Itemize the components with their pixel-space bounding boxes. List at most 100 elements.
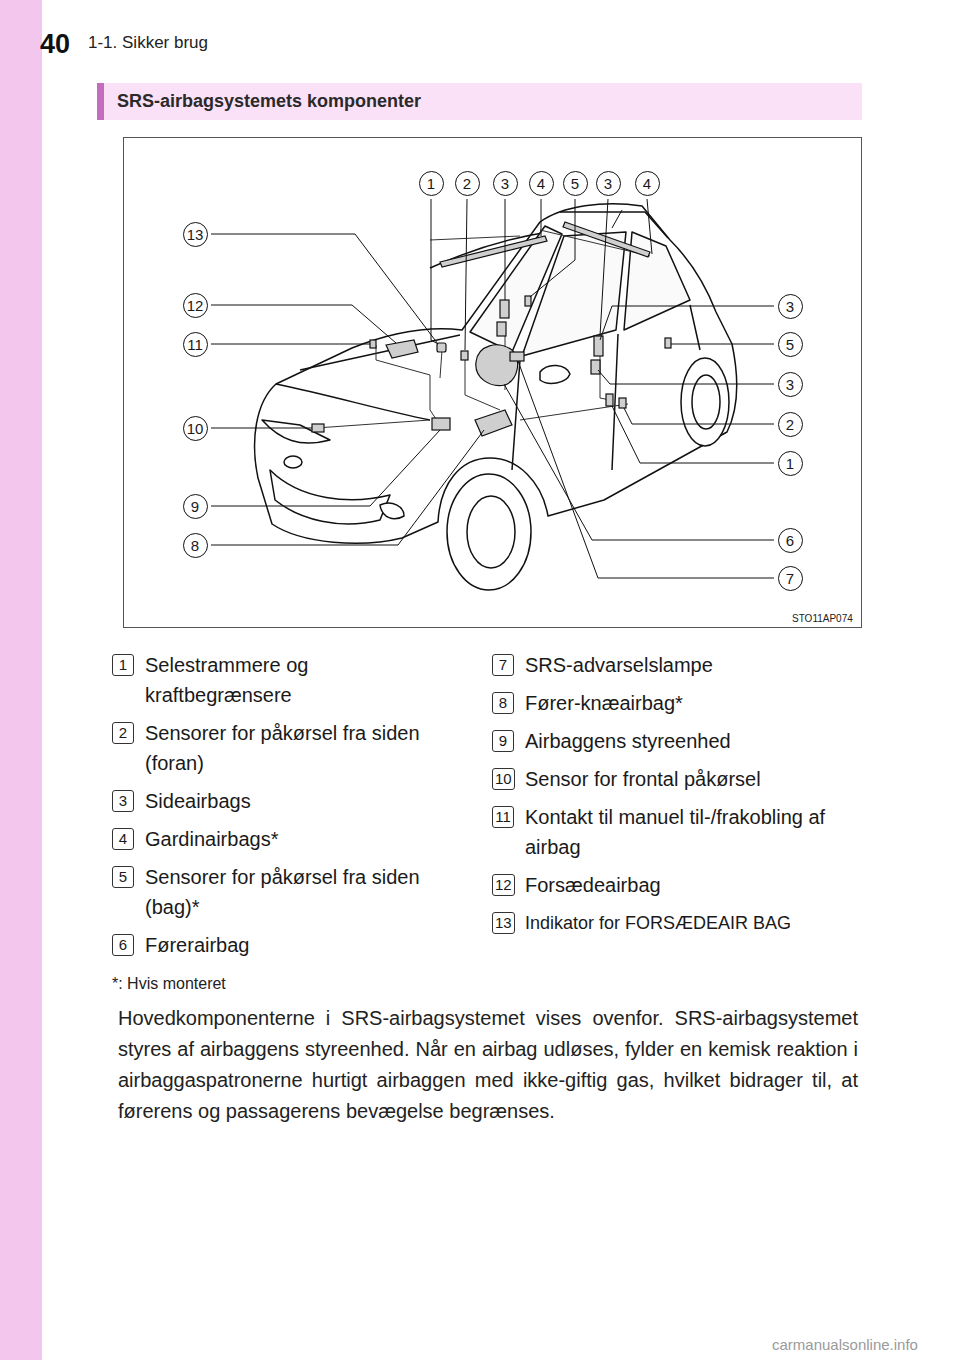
- leader-line: [211, 305, 396, 343]
- callout-number: 3: [501, 176, 509, 191]
- leader-line: [505, 199, 506, 300]
- callout-number: 3: [786, 299, 794, 314]
- leader-line: [211, 344, 370, 345]
- leader-line: [600, 306, 774, 340]
- margin-strip: [0, 0, 42, 1360]
- callout-circle: 9: [183, 494, 208, 519]
- leader-line: [530, 199, 575, 297]
- item-description: Selestrammere og kraftbegrænsere: [145, 650, 444, 710]
- legend-item: 6 Førerairbag: [112, 930, 444, 960]
- side-airbag: [500, 300, 509, 318]
- callout-circle: 11: [183, 332, 208, 357]
- driver-airbag: [476, 345, 518, 386]
- item-number: 13: [492, 912, 515, 934]
- section-heading: SRS-airbagsystemets komponenter: [117, 91, 421, 112]
- item-number: 2: [112, 722, 134, 744]
- item-number: 7: [492, 654, 514, 676]
- callout-circle: 1: [778, 451, 803, 476]
- callout-circle: 2: [778, 412, 803, 437]
- front-side-window: [522, 232, 626, 356]
- warning-lamp: [510, 352, 524, 361]
- callout-circle: 4: [529, 171, 554, 196]
- callout-circle: 1: [419, 171, 444, 196]
- curtain-airbag: [440, 222, 650, 267]
- callout-number: 9: [191, 499, 199, 514]
- callout-number: 7: [786, 571, 794, 586]
- leader-line: [624, 408, 774, 424]
- leader-line: [647, 199, 652, 254]
- legend-item: 7 SRS-advarselslampe: [492, 650, 862, 680]
- item-number: 1: [112, 654, 134, 676]
- headlight: [262, 420, 330, 443]
- wire: [316, 230, 650, 428]
- leader-line: [211, 234, 438, 344]
- callout-number: 5: [571, 176, 579, 191]
- callout-number: 4: [537, 176, 545, 191]
- passenger-airbag: [386, 340, 418, 358]
- callout-circle: 3: [596, 171, 621, 196]
- callout-circle: 7: [778, 566, 803, 591]
- figure-code: STO11AP074: [792, 613, 853, 625]
- leader-line: [541, 199, 542, 236]
- item-number: 8: [492, 692, 514, 714]
- sensor: [665, 338, 671, 348]
- legend-item: 3 Sideairbags: [112, 786, 444, 816]
- door-lines: [512, 305, 700, 470]
- callout-number: 13: [187, 227, 204, 242]
- legend-item: 1 Selestrammere og kraftbegrænsere: [112, 650, 444, 710]
- hood-line: [276, 335, 460, 420]
- item-number: 4: [112, 828, 134, 850]
- callout-number: 4: [643, 176, 651, 191]
- item-number: 5: [112, 866, 134, 888]
- legend-item: 10Sensor for frontal påkørsel: [492, 764, 862, 794]
- leader-line: [211, 430, 484, 545]
- sensor: [461, 351, 468, 360]
- callout-circle: 4: [635, 171, 660, 196]
- item-number: 9: [492, 730, 514, 752]
- item-number: 6: [112, 934, 134, 956]
- legend-item: 13Indikator for FORSÆDEAIR BAG: [492, 908, 862, 938]
- callout-number: 5: [786, 337, 794, 352]
- switch: [370, 340, 376, 348]
- item-description: Fører-knæairbag*: [525, 688, 862, 718]
- legend-item: 9 Airbaggens styreenhed: [492, 726, 862, 756]
- control-unit: [432, 418, 450, 430]
- leader-line: [598, 370, 774, 384]
- legend-item: 12Forsædeairbag: [492, 870, 862, 900]
- components: [312, 222, 671, 436]
- footnote: *: Hvis monteret: [112, 974, 226, 993]
- item-description: Førerairbag: [145, 930, 444, 960]
- callout-circle: 10: [183, 416, 208, 441]
- callout-number: 2: [463, 176, 471, 191]
- leader-line: [600, 199, 608, 336]
- callout-number: 1: [427, 176, 435, 191]
- legend-item: 4 Gardinairbags*: [112, 824, 444, 854]
- antenna: [612, 210, 622, 228]
- front-wheel: [447, 474, 531, 590]
- callout-number: 2: [786, 417, 794, 432]
- front-sensor: [312, 424, 324, 432]
- callout-circle: 3: [778, 372, 803, 397]
- side-airbag: [594, 336, 603, 356]
- section-heading-band: SRS-airbagsystemets komponenter: [97, 83, 862, 120]
- page-number: 40: [40, 28, 70, 60]
- item-number: 10: [492, 768, 515, 790]
- item-description: Airbaggens styreenhed: [525, 726, 862, 756]
- side-airbag: [591, 360, 600, 374]
- wiring: [316, 230, 650, 428]
- item-description: Sideairbags: [145, 786, 444, 816]
- callout-number: 6: [786, 533, 794, 548]
- legend-item: 2Sensorer for påkørsel fra siden (foran): [112, 718, 444, 778]
- callout-circle: 5: [563, 171, 588, 196]
- item-number: 3: [112, 790, 134, 812]
- item-description: SRS-advarselslampe: [525, 650, 862, 680]
- front-hub: [467, 496, 515, 568]
- sensor: [619, 398, 626, 408]
- item-description: Gardinairbags*: [145, 824, 444, 854]
- callout-number: 8: [191, 538, 199, 553]
- item-number: 12: [492, 874, 515, 896]
- callout-circle: 8: [183, 533, 208, 558]
- leader-line: [431, 199, 438, 344]
- callout-number: 3: [786, 377, 794, 392]
